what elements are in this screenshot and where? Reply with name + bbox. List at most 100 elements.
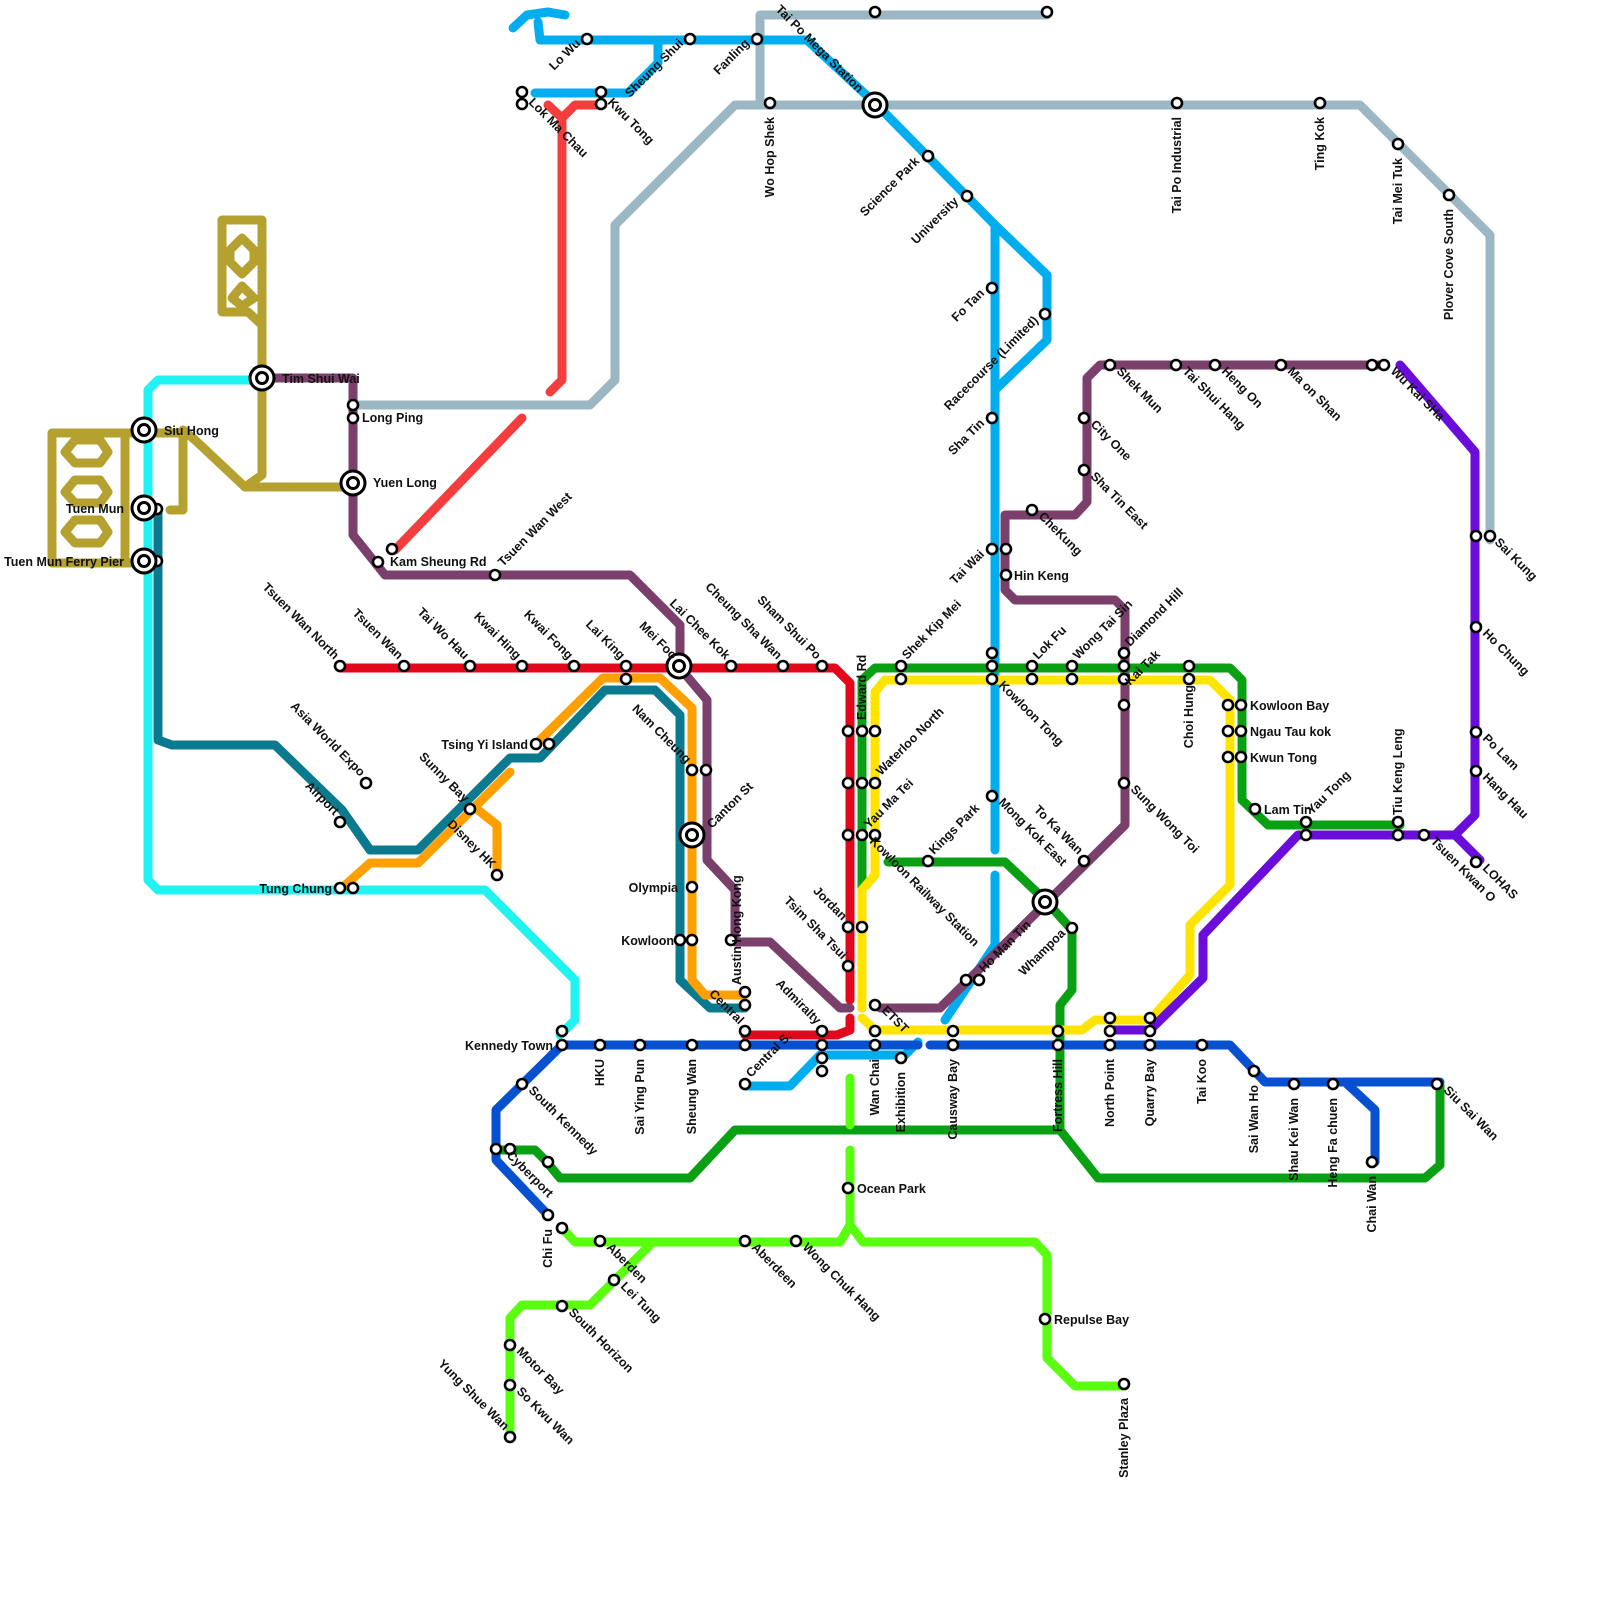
station-marker[interactable] [465, 804, 475, 814]
station-marker[interactable] [505, 1380, 515, 1390]
station-marker[interactable] [817, 1026, 827, 1036]
interchange-marker[interactable] [132, 549, 156, 573]
station-marker[interactable] [896, 674, 906, 684]
station-marker[interactable] [557, 1040, 567, 1050]
station-marker[interactable] [505, 1432, 515, 1442]
station-marker[interactable] [740, 1236, 750, 1246]
station-marker[interactable] [987, 544, 997, 554]
station-marker[interactable] [987, 661, 997, 671]
station-marker[interactable] [896, 661, 906, 671]
station-marker[interactable] [896, 1053, 906, 1063]
station-marker[interactable] [843, 961, 853, 971]
station-marker[interactable] [543, 1157, 553, 1167]
station-marker[interactable] [1393, 139, 1403, 149]
station-marker[interactable] [843, 922, 853, 932]
station-marker[interactable] [348, 883, 358, 893]
station-marker[interactable] [569, 661, 579, 671]
station-marker[interactable] [635, 1040, 645, 1050]
station-marker[interactable] [740, 1026, 750, 1036]
station-marker[interactable] [517, 661, 527, 671]
station-marker[interactable] [1301, 830, 1311, 840]
station-marker[interactable] [1236, 752, 1246, 762]
station-marker[interactable] [948, 1040, 958, 1050]
station-marker[interactable] [1145, 1013, 1155, 1023]
station-marker[interactable] [491, 1144, 501, 1154]
station-marker[interactable] [1040, 1314, 1050, 1324]
station-marker[interactable] [870, 1026, 880, 1036]
station-marker[interactable] [752, 34, 762, 44]
station-marker[interactable] [1393, 830, 1403, 840]
station-marker[interactable] [1067, 674, 1077, 684]
station-marker[interactable] [857, 922, 867, 932]
station-marker[interactable] [1471, 727, 1481, 737]
station-marker[interactable] [987, 413, 997, 423]
station-marker[interactable] [740, 1079, 750, 1089]
station-marker[interactable] [1171, 360, 1181, 370]
station-marker[interactable] [987, 648, 997, 658]
station-marker[interactable] [1276, 360, 1286, 370]
station-marker[interactable] [817, 1066, 827, 1076]
station-marker[interactable] [987, 674, 997, 684]
station-marker[interactable] [765, 98, 775, 108]
station-marker[interactable] [621, 674, 631, 684]
interchange-marker[interactable] [1033, 890, 1057, 914]
station-marker[interactable] [1328, 1079, 1338, 1089]
station-marker[interactable] [1145, 1040, 1155, 1050]
station-marker[interactable] [817, 661, 827, 671]
station-marker[interactable] [740, 1000, 750, 1010]
interchange-marker[interactable] [250, 366, 274, 390]
station-marker[interactable] [870, 726, 880, 736]
station-marker[interactable] [685, 34, 695, 44]
station-marker[interactable] [1223, 700, 1233, 710]
station-marker[interactable] [1367, 1157, 1377, 1167]
station-marker[interactable] [1105, 1040, 1115, 1050]
station-marker[interactable] [1042, 7, 1052, 17]
station-marker[interactable] [596, 87, 606, 97]
station-marker[interactable] [1053, 1026, 1063, 1036]
station-marker[interactable] [348, 413, 358, 423]
station-marker[interactable] [595, 1236, 605, 1246]
station-marker[interactable] [974, 975, 984, 985]
station-marker[interactable] [492, 870, 502, 880]
station-marker[interactable] [987, 791, 997, 801]
station-marker[interactable] [870, 1000, 880, 1010]
station-marker[interactable] [1419, 830, 1429, 840]
station-marker[interactable] [1223, 726, 1233, 736]
station-marker[interactable] [687, 882, 697, 892]
station-marker[interactable] [1444, 190, 1454, 200]
station-marker[interactable] [1236, 700, 1246, 710]
station-marker[interactable] [1067, 661, 1077, 671]
station-marker[interactable] [1027, 674, 1037, 684]
station-marker[interactable] [335, 661, 345, 671]
station-marker[interactable] [1172, 98, 1182, 108]
station-marker[interactable] [1184, 661, 1194, 671]
station-marker[interactable] [675, 935, 685, 945]
station-marker[interactable] [962, 191, 972, 201]
station-marker[interactable] [596, 99, 606, 109]
interchange-marker[interactable] [132, 418, 156, 442]
station-marker[interactable] [505, 1340, 515, 1350]
station-marker[interactable] [1315, 98, 1325, 108]
station-marker[interactable] [987, 283, 997, 293]
station-marker[interactable] [870, 778, 880, 788]
interchange-marker[interactable] [341, 471, 365, 495]
station-marker[interactable] [948, 1026, 958, 1036]
station-marker[interactable] [1236, 726, 1246, 736]
interchange-marker[interactable] [863, 93, 887, 117]
station-marker[interactable] [1289, 1079, 1299, 1089]
station-marker[interactable] [1067, 923, 1077, 933]
station-marker[interactable] [465, 661, 475, 671]
station-marker[interactable] [1301, 817, 1311, 827]
station-marker[interactable] [857, 778, 867, 788]
station-marker[interactable] [1053, 1040, 1063, 1050]
station-marker[interactable] [1001, 544, 1011, 554]
station-marker[interactable] [1471, 531, 1481, 541]
station-marker[interactable] [687, 1040, 697, 1050]
station-marker[interactable] [843, 778, 853, 788]
station-marker[interactable] [1471, 622, 1481, 632]
station-marker[interactable] [1471, 857, 1481, 867]
station-marker[interactable] [1119, 700, 1129, 710]
station-marker[interactable] [1249, 1066, 1259, 1076]
station-marker[interactable] [843, 726, 853, 736]
station-marker[interactable] [609, 1275, 619, 1285]
